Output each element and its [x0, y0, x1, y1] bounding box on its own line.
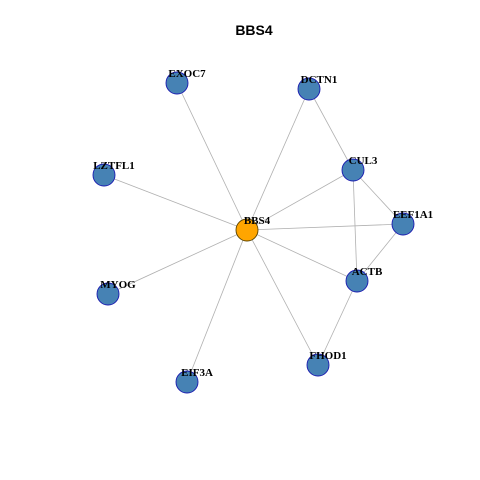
node-circle-bbs4: [235, 218, 259, 242]
node-circle-fhod1: [306, 353, 330, 377]
edge-layer: [103, 82, 404, 383]
node-bbs4: BBS4: [235, 215, 271, 242]
node-label-cul3: CUL3: [349, 155, 378, 167]
node-circle-cul3: [341, 158, 365, 182]
node-label-myog: MYOG: [100, 279, 136, 291]
graph-title: BBS4: [235, 22, 273, 38]
edge-bbs4-myog: [107, 229, 248, 295]
node-actb: ACTB: [345, 266, 383, 293]
node-myog: MYOG: [96, 279, 136, 306]
edge-bbs4-fhod1: [246, 229, 319, 366]
edge-cul3-actb: [352, 169, 358, 282]
node-circle-exoc7: [165, 71, 189, 95]
node-label-actb: ACTB: [352, 266, 383, 278]
edge-bbs4-actb: [246, 229, 358, 282]
edge-bbs4-exoc7: [176, 82, 248, 231]
node-circle-eif3a: [175, 370, 199, 394]
node-circle-actb: [345, 269, 369, 293]
edge-dctn1-cul3: [308, 88, 354, 171]
edge-bbs4-cul3: [246, 169, 354, 231]
node-circle-dctn1: [297, 77, 321, 101]
node-fhod1: FHOD1: [306, 350, 347, 377]
node-lztfl1: LZTFL1: [92, 160, 135, 187]
node-label-lztfl1: LZTFL1: [93, 160, 135, 172]
node-cul3: CUL3: [341, 155, 378, 182]
edge-bbs4-eef1a1: [246, 223, 404, 231]
edge-eef1a1-actb: [356, 223, 404, 282]
edge-bbs4-eif3a: [186, 229, 248, 383]
node-label-bbs4: BBS4: [244, 215, 271, 227]
node-circle-lztfl1: [92, 163, 116, 187]
node-label-fhod1: FHOD1: [309, 350, 346, 362]
node-eif3a: EIF3A: [175, 367, 213, 394]
node-label-eif3a: EIF3A: [181, 367, 213, 379]
edge-bbs4-lztfl1: [103, 174, 248, 231]
node-circle-eef1a1: [391, 212, 415, 236]
edge-cul3-eef1a1: [352, 169, 404, 225]
node-exoc7: EXOC7: [165, 68, 206, 95]
edge-actb-fhod1: [317, 280, 358, 366]
node-label-dctn1: DCTN1: [301, 74, 338, 86]
node-label-exoc7: EXOC7: [168, 68, 206, 80]
node-dctn1: DCTN1: [297, 74, 338, 101]
node-circle-myog: [96, 282, 120, 306]
node-eef1a1: EEF1A1: [391, 209, 433, 236]
node-label-eef1a1: EEF1A1: [393, 209, 433, 221]
edge-bbs4-dctn1: [246, 88, 310, 231]
